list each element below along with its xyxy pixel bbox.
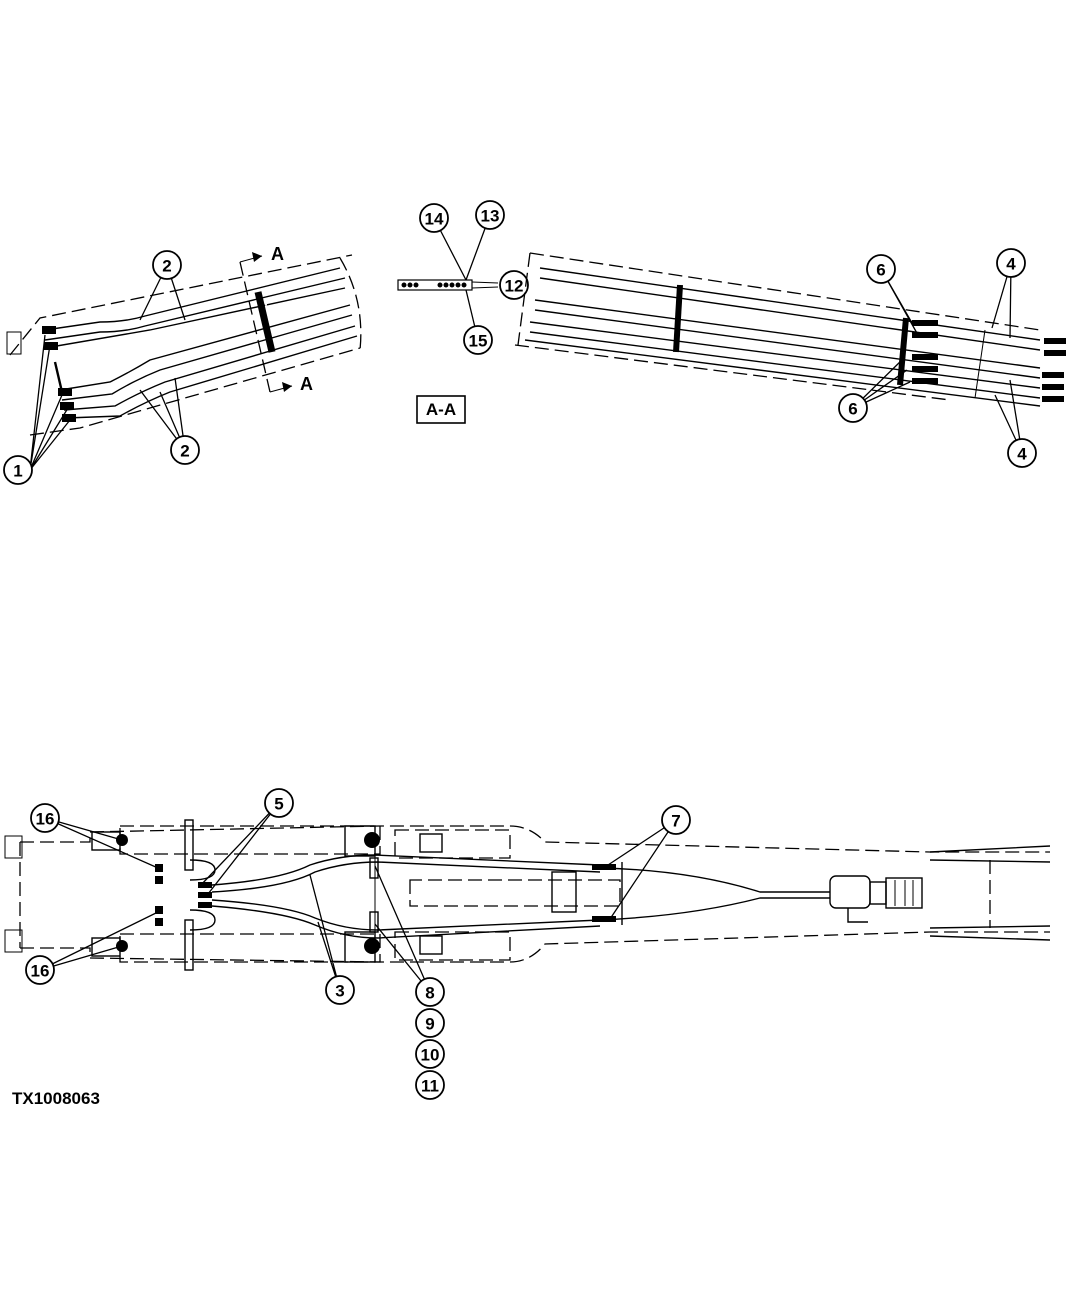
hose-loop-lower [189, 909, 216, 931]
callout-2-upper: 2 [152, 250, 182, 280]
boom-outline-top-right [529, 252, 1041, 331]
fittings-block-5 [155, 864, 212, 926]
callout-15: 15 [463, 325, 493, 355]
lower-view: 16 16 5 3 7 8 9 10 11 [4, 788, 1051, 1100]
hose-lower-4 [65, 335, 358, 419]
hose-loop-upper [189, 859, 216, 881]
callout-7: 7 [661, 805, 691, 835]
svg-text:13: 13 [481, 207, 500, 226]
svg-text:2: 2 [162, 257, 171, 276]
callout-10: 10 [415, 1039, 445, 1069]
callout-4-upper: 4 [996, 248, 1026, 278]
bracket-lower [184, 919, 194, 971]
svg-text:1: 1 [13, 462, 22, 481]
hose-upper-2 [44, 277, 346, 341]
callout-1: 1 [3, 455, 33, 485]
boom-outline-end [339, 257, 362, 351]
callout-16-lower: 16 [25, 955, 55, 985]
svg-text:12: 12 [505, 277, 524, 296]
callout-11: 11 [415, 1070, 445, 1100]
svg-text:15: 15 [469, 332, 488, 351]
cylinder-lower [91, 931, 381, 963]
hose-clamp [254, 291, 276, 353]
svg-text:3: 3 [335, 982, 344, 1001]
section-marker-bottom: A [300, 374, 313, 394]
callout-13: 13 [475, 200, 505, 230]
boom-outline-lower-edge [20, 931, 1050, 963]
svg-text:6: 6 [848, 400, 857, 419]
callout-9: 9 [415, 1008, 445, 1038]
callout-6-upper: 6 [866, 254, 896, 284]
section-cut-line [239, 261, 271, 393]
fittings-right-end [912, 320, 1066, 402]
svg-text:2: 2 [180, 442, 189, 461]
hose-lower-2 [61, 314, 353, 401]
hose-lower-1 [59, 304, 351, 391]
hose-lower-3 [63, 325, 356, 411]
callout-8: 8 [415, 977, 445, 1007]
hose-3-b [211, 899, 601, 931]
svg-text:14: 14 [425, 210, 444, 229]
tip-block-bottom [4, 929, 23, 953]
callout-12: 12 [499, 270, 529, 300]
tip-block-top [4, 835, 23, 859]
svg-text:4: 4 [1017, 445, 1027, 464]
clamp-holes [401, 282, 467, 288]
svg-text:6: 6 [876, 261, 885, 280]
clamp-mid [673, 284, 683, 353]
hose-fittings-left [42, 326, 76, 422]
figure-id: TX1008063 [12, 1089, 100, 1108]
svg-text:8: 8 [425, 984, 434, 1003]
boom-outline-bottom-right [514, 344, 951, 401]
section-label: A-A [426, 400, 456, 419]
callout-5: 5 [264, 788, 294, 818]
callout-14: 14 [419, 203, 449, 233]
swivel-block [551, 871, 577, 913]
svg-text:11: 11 [421, 1077, 439, 1096]
svg-text:5: 5 [274, 795, 283, 814]
end-coupler [829, 875, 923, 923]
section-marker-top: A [271, 244, 284, 264]
svg-text:16: 16 [31, 962, 50, 981]
svg-text:4: 4 [1006, 255, 1016, 274]
section-label-box [416, 395, 466, 424]
boom-outline-bottom [29, 347, 361, 436]
boom-end-block [6, 331, 22, 355]
hose-3-a [211, 854, 601, 886]
hose-upper-1 [44, 267, 341, 331]
bracket-upper [184, 819, 194, 871]
callout-2-lower: 2 [170, 435, 200, 465]
svg-text:9: 9 [425, 1015, 434, 1034]
svg-text:16: 16 [36, 810, 55, 829]
clamp-block [397, 279, 473, 291]
boom-outline-top [9, 254, 353, 356]
upper-right-view: 6 4 6 4 [514, 248, 1066, 468]
hose-upper-3 [44, 287, 346, 349]
callout-16-upper: 16 [30, 803, 60, 833]
upper-left-view: A A 1 2 2 [3, 244, 362, 485]
section-aa-detail: 14 13 12 15 A-A [397, 200, 529, 424]
callout-4-lower: 4 [1007, 438, 1037, 468]
boom-outline-upper-edge [20, 825, 1050, 853]
svg-text:10: 10 [421, 1046, 440, 1065]
callout-3: 3 [325, 975, 355, 1005]
svg-text:7: 7 [671, 812, 680, 831]
callout-6-lower: 6 [838, 393, 868, 423]
